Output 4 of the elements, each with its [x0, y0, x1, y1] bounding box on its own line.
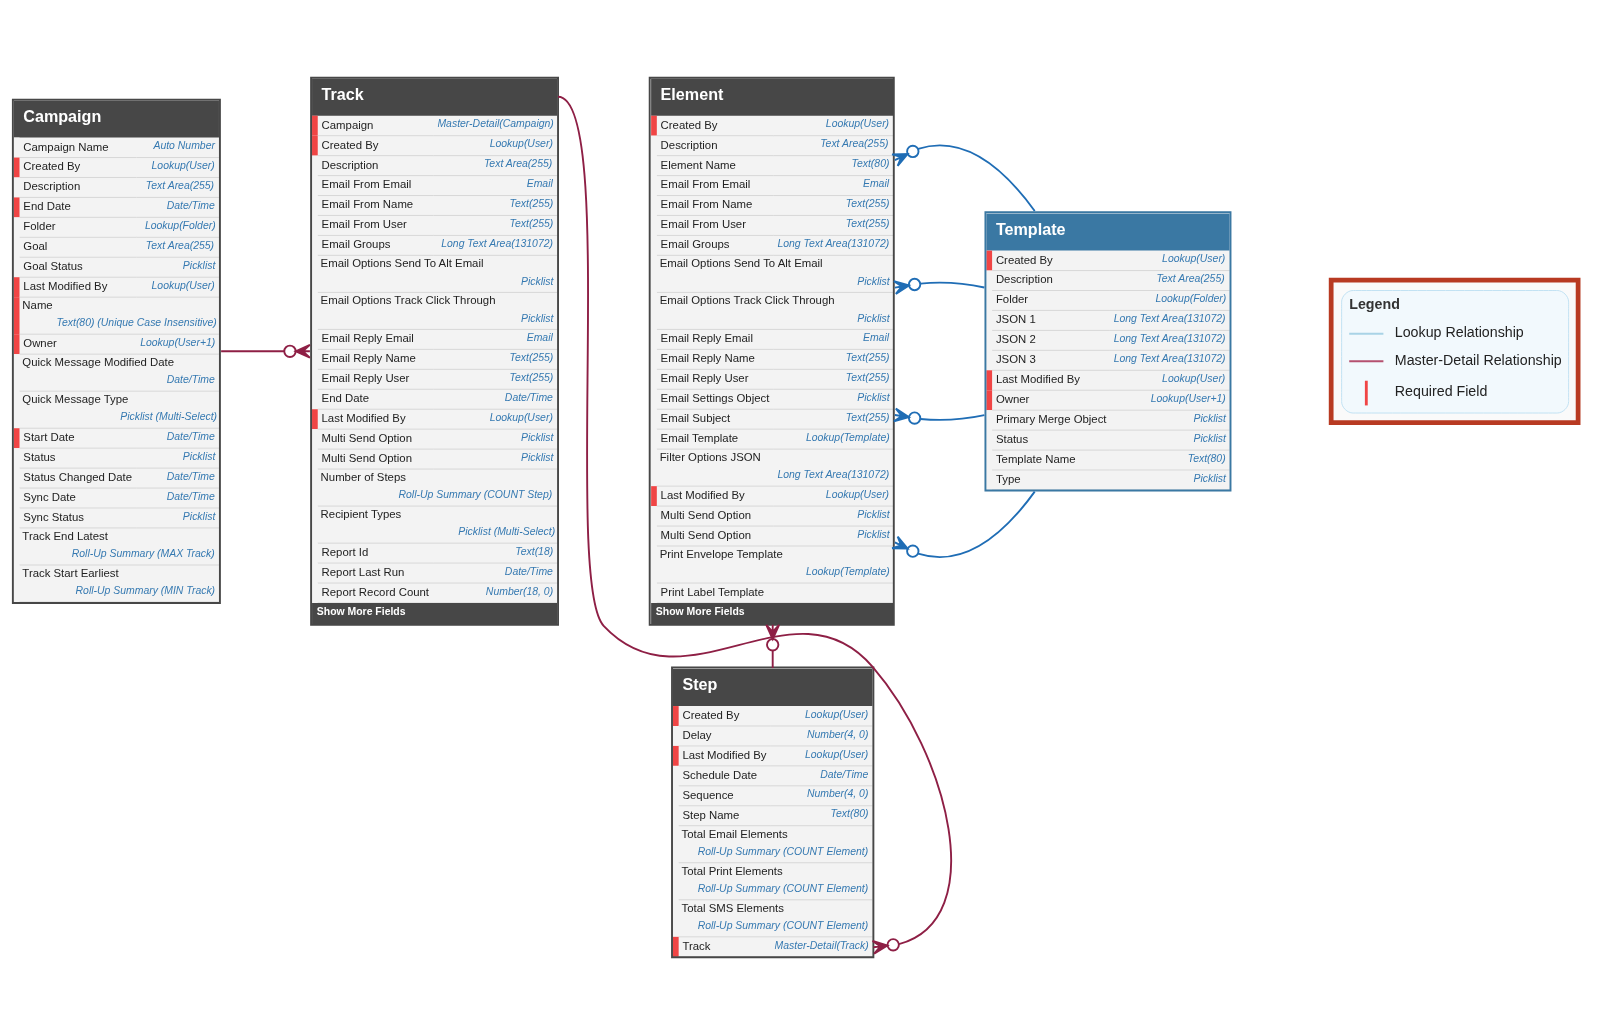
- legend-label: Lookup Relationship: [1394, 323, 1524, 340]
- label: Legend: [1349, 295, 1400, 312]
- legend-label: Required Field: [1394, 382, 1488, 399]
- legend-label: Master-Detail Relationship: [1394, 351, 1562, 368]
